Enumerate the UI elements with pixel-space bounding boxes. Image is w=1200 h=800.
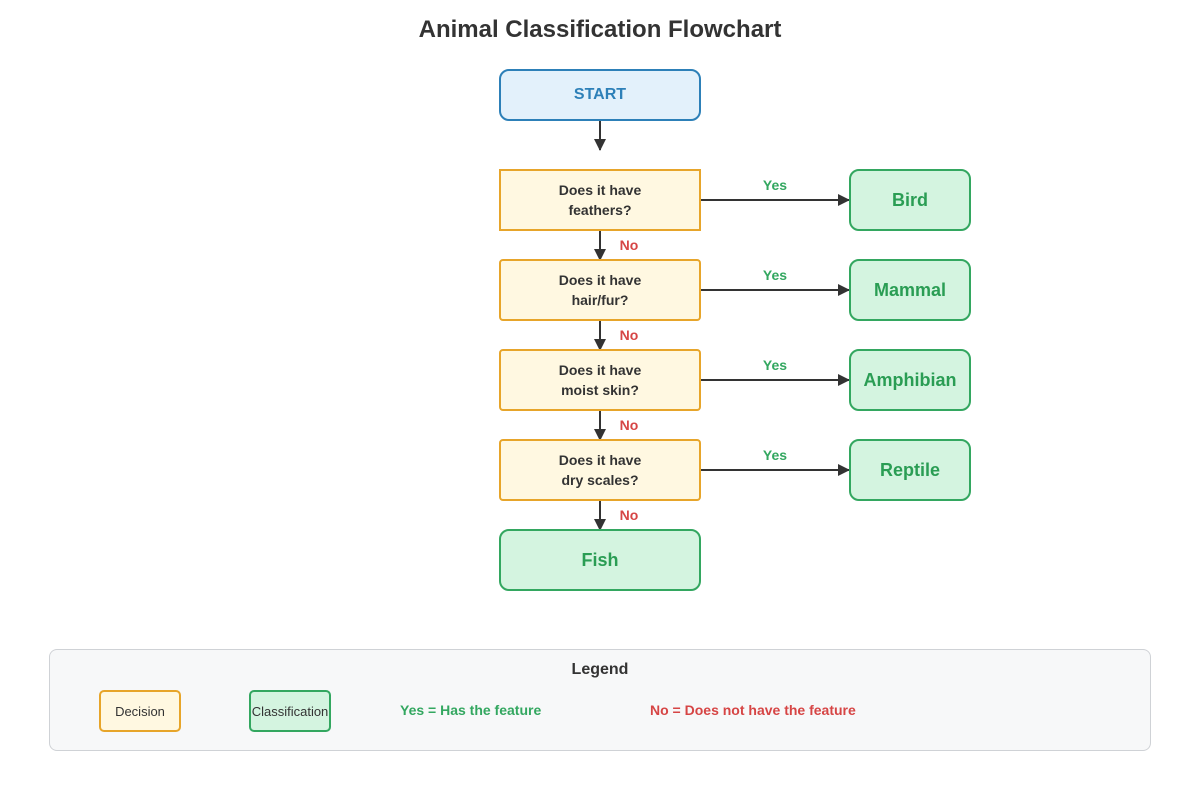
legend-yes-text: Yes = Has the feature	[400, 702, 542, 718]
decision-line2: dry scales?	[561, 472, 639, 488]
decision-moist-skin: Does it have moist skin?	[499, 349, 701, 411]
legend: Legend Decision Classification Yes = Has…	[49, 649, 1151, 751]
no-label: No	[619, 327, 639, 343]
decision-feathers: Does it have feathers?	[499, 169, 701, 231]
yes-label: Yes	[762, 267, 788, 283]
legend-title: Legend	[571, 661, 629, 678]
decision-line1: Does it have	[558, 182, 642, 198]
decision-hair-fur: Does it have hair/fur?	[499, 259, 701, 321]
decision-line1: Does it have	[558, 272, 642, 288]
yes-label: Yes	[762, 447, 788, 463]
no-label: No	[619, 237, 639, 253]
legend-no-text: No = Does not have the feature	[650, 702, 856, 718]
decision-line1: Does it have	[558, 452, 642, 468]
yes-label: Yes	[762, 357, 788, 373]
result-fish: Fish	[499, 529, 701, 591]
legend-classification-swatch: Classification	[249, 690, 331, 732]
decision-line1: Does it have	[558, 362, 642, 378]
result-mammal: Mammal	[849, 259, 971, 321]
start-node: START	[499, 69, 701, 121]
legend-decision-swatch: Decision	[99, 690, 181, 732]
decision-dry-scales: Does it have dry scales?	[499, 439, 701, 501]
decision-line2: hair/fur?	[571, 292, 629, 308]
result-reptile: Reptile	[849, 439, 971, 501]
chart-title: Animal Classification Flowchart	[418, 16, 782, 43]
no-label: No	[619, 507, 639, 523]
result-amphibian: Amphibian	[849, 349, 971, 411]
result-bird: Bird	[849, 169, 971, 231]
yes-label: Yes	[762, 177, 788, 193]
no-label: No	[619, 417, 639, 433]
decision-line2: feathers?	[568, 202, 632, 218]
decision-line2: moist skin?	[561, 382, 639, 398]
